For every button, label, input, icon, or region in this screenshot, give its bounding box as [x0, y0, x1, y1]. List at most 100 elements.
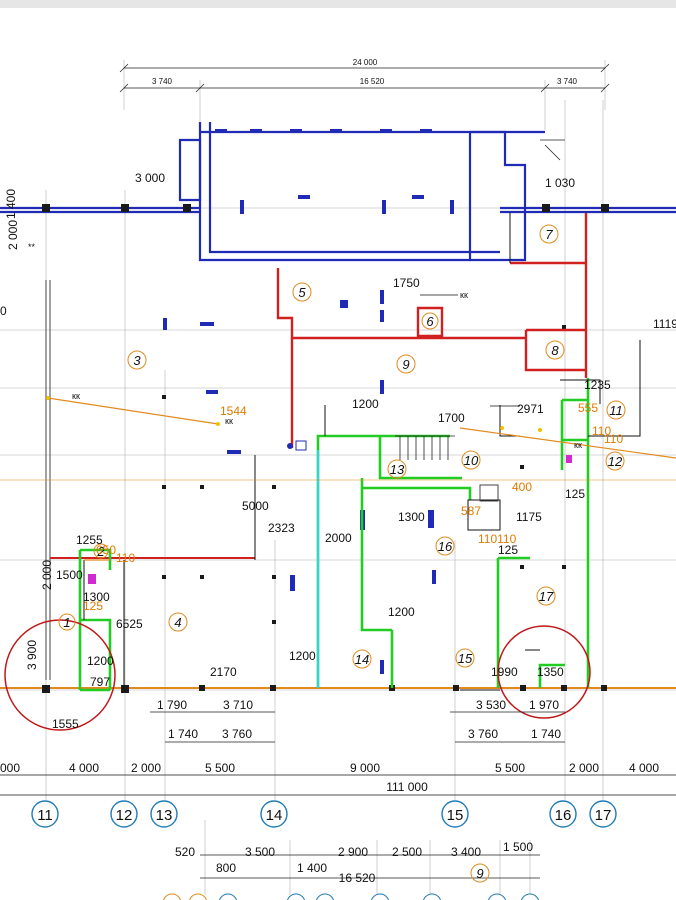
bottom-dims-row2: 1 740 3 760 3 760 1 740: [168, 727, 561, 741]
dim-1750: 1750: [393, 276, 420, 290]
dim-1500: 1500: [56, 568, 83, 582]
axis-13: 13: [156, 807, 173, 824]
room-13: 13: [390, 462, 405, 477]
room-3: 3: [133, 353, 141, 368]
marker-leaders: [420, 294, 520, 407]
svg-text:5 500: 5 500: [495, 761, 525, 775]
svg-text:2 000: 2 000: [569, 761, 599, 775]
axis-17: 17: [595, 807, 612, 824]
dim-6525: 6525: [116, 617, 143, 631]
staircase: [395, 139, 565, 460]
svg-text:2 000: 2 000: [131, 761, 161, 775]
dim-2323: 2323: [268, 521, 295, 535]
dim-1400: 1 400: [4, 189, 18, 219]
dim-5000: 5000: [242, 499, 269, 513]
room-12: 12: [608, 454, 623, 469]
dim-1255: 1255: [76, 533, 103, 547]
dim-1300-b: 1300: [83, 590, 110, 604]
bottom-dims-row3: 000 4 000 2 000 5 500 9 000 5 500 2 000 …: [0, 761, 659, 775]
wall-dashes: [163, 129, 454, 674]
axis-12: 12: [116, 807, 133, 824]
svg-text:9 000: 9 000: [350, 761, 380, 775]
dim-555: 555: [578, 401, 598, 415]
top-dimension-chain: [119, 63, 610, 93]
dim-1350: 1350: [537, 665, 564, 679]
room-1: 1: [63, 615, 70, 630]
room-14: 14: [355, 652, 369, 667]
lower-dims-row1: 520 3 500 2 900 2 500 3 400 1 500: [175, 840, 533, 859]
dim-1030: 1 030: [545, 176, 575, 190]
room-4: 4: [174, 615, 181, 630]
red-partitions: [50, 213, 588, 559]
svg-text:2 900: 2 900: [338, 845, 368, 859]
bottom-dim-lines: [0, 711, 676, 879]
dim-1235: 1235: [584, 378, 611, 392]
dim-650: 650: [96, 543, 116, 557]
kk-markers: кк кк кк кк **: [28, 242, 582, 450]
dim-1300-a: 1300: [398, 510, 425, 524]
room-7: 7: [545, 227, 553, 242]
dim-2170: 2170: [210, 665, 237, 679]
dim-3000: 3 000: [135, 171, 165, 185]
dim-1200-c: 1200: [289, 649, 316, 663]
room-9: 9: [402, 357, 409, 372]
bottom-dim-1790: 1 790: [157, 698, 187, 712]
bottom-overall-dim: 111 000: [386, 780, 428, 794]
dim-1119: 1119: [653, 317, 676, 331]
svg-text:**: **: [28, 242, 36, 252]
svg-text:2 500: 2 500: [392, 845, 422, 859]
bottom-dims-row1: 1 790 3 710 3 530 1 970: [157, 698, 559, 712]
lower-room-9: 9: [476, 866, 483, 881]
svg-text:000: 000: [0, 761, 20, 775]
dim-1200-d: 1200: [87, 654, 114, 668]
room-15: 15: [458, 651, 473, 666]
room-6: 6: [426, 314, 434, 329]
svg-text:кк: кк: [574, 440, 582, 450]
top-dim-right: 3 740: [557, 77, 578, 86]
room-11: 11: [609, 403, 623, 418]
bottom-dim-3530: 3 530: [476, 698, 506, 712]
bottom-dim-1740-a: 1 740: [168, 727, 198, 741]
dim-1990: 1990: [491, 665, 518, 679]
room-10: 10: [464, 453, 479, 468]
inner-dimensions: 3 000 1 030 1750 1119 1235 1200 1700 297…: [0, 171, 676, 731]
svg-text:800: 800: [216, 861, 236, 875]
axis-labels: 11 12 13 14 15 16 17: [37, 807, 611, 824]
svg-text:1 400: 1 400: [297, 861, 327, 875]
overall-top-dimension: 24 000: [353, 58, 378, 67]
dim-587: 587: [461, 504, 481, 518]
room-17: 17: [539, 589, 554, 604]
room-bubbles: [58, 224, 626, 669]
top-dim-middle: 16 520: [360, 77, 385, 86]
room-numbers: 1 2 3 4 5 6 7 8 9 10 11 12 13 14 15 16 1…: [63, 227, 623, 667]
sanitary-fixtures: [88, 440, 572, 584]
dim-2971: 2971: [517, 402, 544, 416]
dim-1200-b: 1200: [388, 605, 415, 619]
dim-0: 0: [0, 304, 7, 318]
lower-dims-row2: 800 1 400 16 520: [216, 861, 376, 885]
window-top-strip: [0, 0, 676, 8]
axis-16: 16: [555, 807, 572, 824]
dim-2000-a: 2000: [325, 531, 352, 545]
svg-text:5 500: 5 500: [205, 761, 235, 775]
svg-text:16 520: 16 520: [339, 871, 376, 885]
room-5: 5: [298, 285, 306, 300]
dim-110-c: 110: [116, 551, 135, 565]
dim-1200-a: 1200: [352, 397, 379, 411]
top-dim-left: 3 740: [152, 77, 173, 86]
axis-11: 11: [37, 807, 53, 824]
svg-text:кк: кк: [460, 290, 468, 300]
bottom-cut-bubbles: [162, 893, 540, 900]
bottom-dim-1970: 1 970: [529, 698, 559, 712]
svg-text:1 500: 1 500: [503, 840, 533, 854]
svg-text:3 400: 3 400: [451, 845, 481, 859]
svg-text:4 000: 4 000: [629, 761, 659, 775]
svg-text:кк: кк: [72, 391, 80, 401]
room-16: 16: [438, 539, 453, 554]
dim-1700: 1700: [438, 411, 465, 425]
bottom-dim-3760-a: 3 760: [222, 727, 252, 741]
svg-text:3 500: 3 500: [245, 845, 275, 859]
room-outlines: [83, 213, 641, 691]
axis-bubbles: [31, 800, 617, 828]
dim-110-a: 110: [592, 424, 611, 438]
